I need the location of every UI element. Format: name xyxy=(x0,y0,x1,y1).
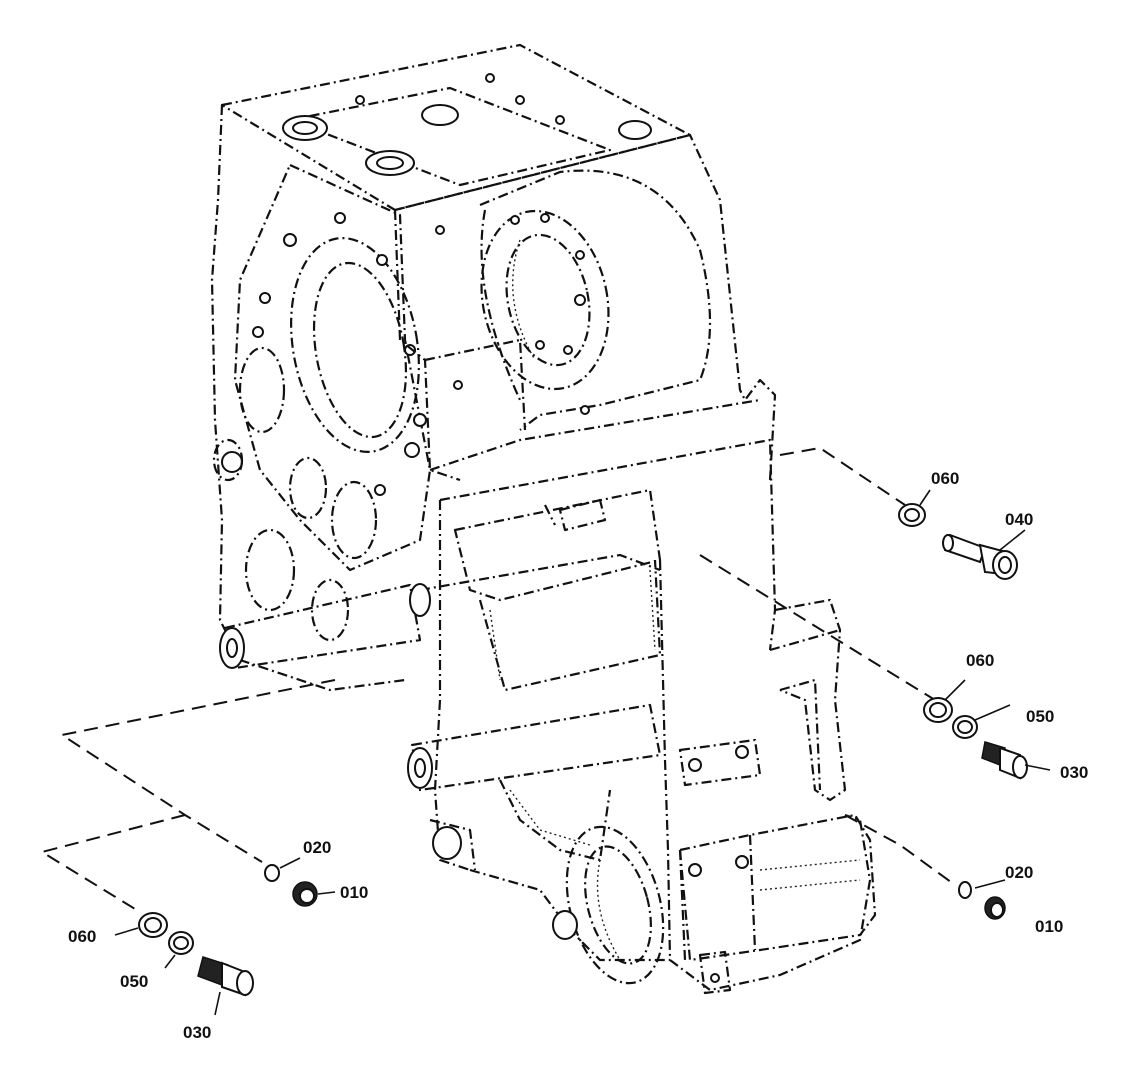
callout-040: 040 xyxy=(1005,510,1033,529)
callout-060-left: 060 xyxy=(68,927,96,946)
callout-030-left: 030 xyxy=(183,1023,211,1042)
part-060-left xyxy=(138,912,168,938)
callout-030-right: 030 xyxy=(1060,763,1088,782)
part-040-sensor xyxy=(942,533,1018,580)
part-020-oring-right xyxy=(958,881,972,899)
transmission-housing xyxy=(210,43,877,995)
part-060-upper-right xyxy=(898,503,926,527)
callout-010-right: 010 xyxy=(1035,917,1063,936)
callout-020-right: 020 xyxy=(1005,863,1033,882)
part-050-mid-right xyxy=(952,715,978,739)
callout-050-left: 050 xyxy=(120,972,148,991)
callout-ticks xyxy=(114,489,1051,1016)
part-050-left xyxy=(168,931,194,955)
callout-050-right: 050 xyxy=(1026,707,1054,726)
callout-labels: 060 040 060 050 030 020 010 020 010 060 … xyxy=(68,469,1088,1042)
part-010-plug-left xyxy=(292,881,318,907)
part-030-plug-left xyxy=(197,956,254,997)
callout-060-mid-right: 060 xyxy=(966,651,994,670)
callout-010-left: 010 xyxy=(340,883,368,902)
callout-020-left: 020 xyxy=(303,838,331,857)
part-020-oring-left xyxy=(264,864,280,882)
callout-060-upper-right: 060 xyxy=(931,469,959,488)
part-010-plug-right xyxy=(984,896,1006,920)
part-060-mid-right xyxy=(923,697,953,723)
part-030-plug-right xyxy=(981,741,1028,780)
leader-lines xyxy=(39,446,956,913)
